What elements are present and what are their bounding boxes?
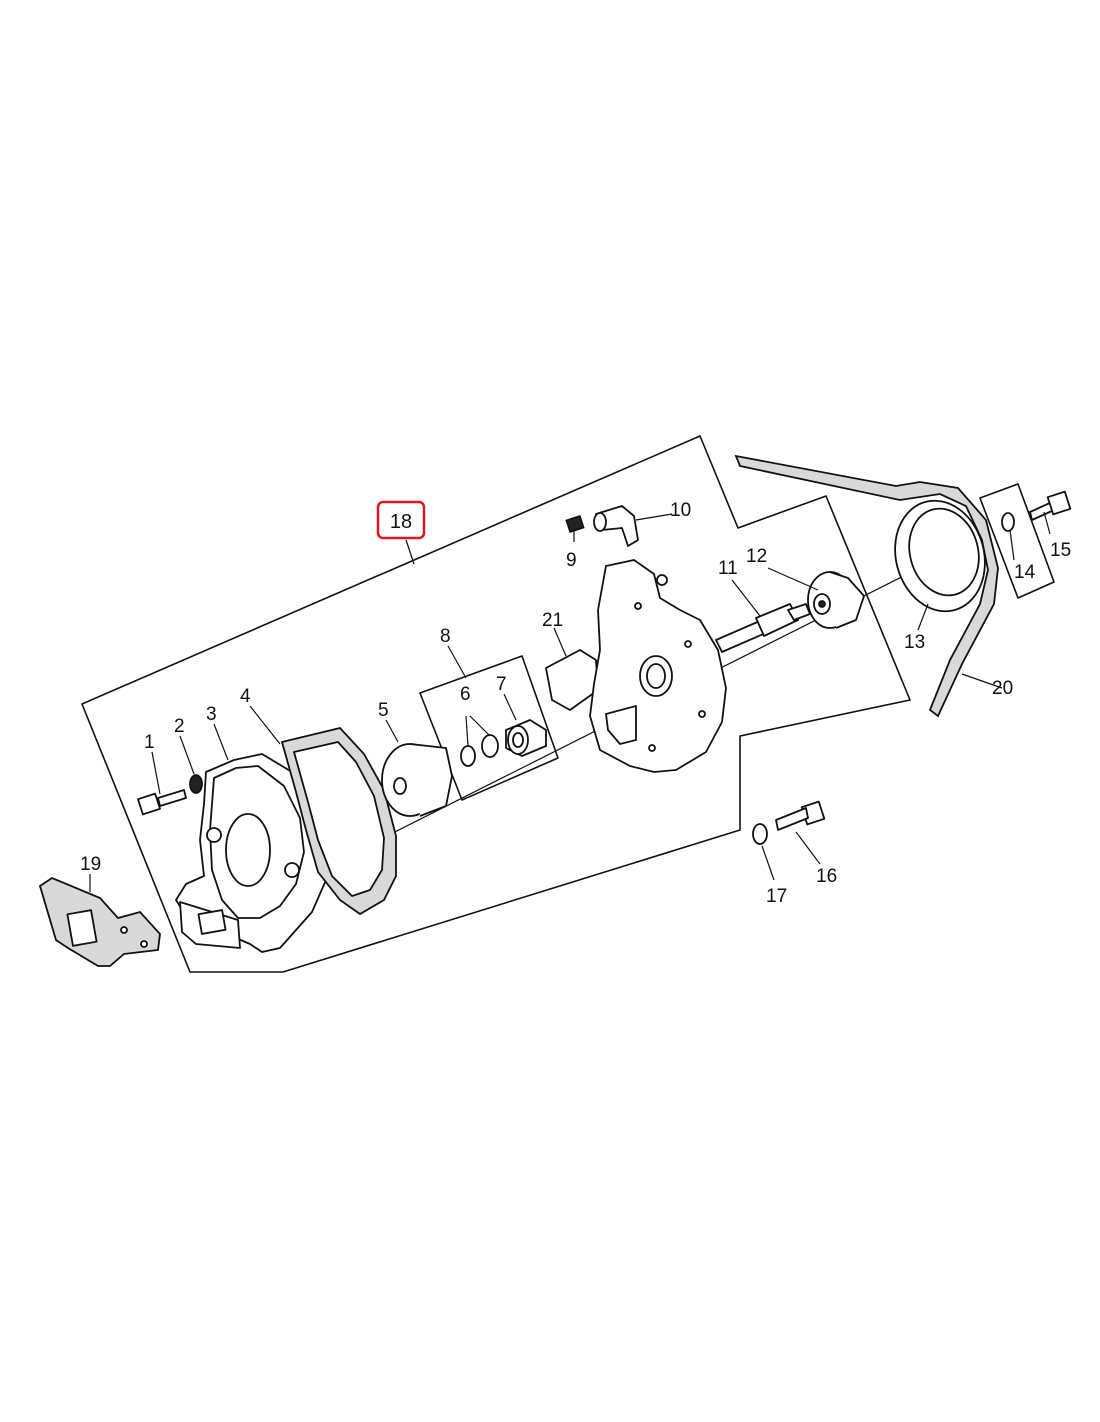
callout-label: 1	[144, 732, 155, 753]
elbow-fitting-part	[593, 505, 639, 547]
plug-part	[565, 514, 585, 534]
callout-label: 9	[566, 550, 577, 571]
highlighted-callout[interactable]: 18	[376, 500, 426, 540]
pump-cover-plate-part	[589, 559, 727, 773]
pump-shaft-part	[715, 603, 811, 653]
bolt-part	[137, 789, 187, 816]
assembly-outline	[81, 435, 911, 973]
washer-part	[752, 823, 768, 845]
callout-label: 20	[992, 678, 1013, 699]
callout-label: 7	[496, 674, 507, 695]
callout-label: 2	[174, 716, 185, 737]
callout-label: 21	[542, 610, 563, 631]
hose-part	[545, 649, 599, 711]
pulley-part	[894, 499, 986, 613]
pump-housing-part	[175, 753, 327, 953]
callout-label: 4	[240, 686, 251, 707]
bolt-part	[775, 800, 826, 831]
gasket-plate-part	[38, 876, 161, 967]
callout-label: 19	[80, 854, 101, 875]
callout-label: 8	[440, 626, 451, 647]
callout-label: 3	[206, 704, 217, 725]
impeller-part	[381, 743, 453, 817]
washer-part	[189, 774, 203, 794]
callout-label: 14	[1014, 562, 1036, 583]
callout-label-assembly: 18	[390, 511, 412, 533]
callout-label: 12	[746, 546, 767, 567]
callout-label: 17	[766, 886, 787, 907]
callout-label: 6	[460, 684, 471, 705]
callout-label: 11	[718, 558, 738, 579]
pulley-hub-part	[807, 571, 865, 629]
seal-ring-part	[481, 734, 499, 758]
callout-label: 10	[670, 500, 691, 521]
callout-labels: 1 2 3 4 5 6 7 8 9 10 11 12 13 14 15 16 1…	[80, 500, 1071, 907]
washer-part	[1001, 512, 1015, 532]
bolt-part	[1029, 490, 1072, 521]
housing-gasket-part	[280, 727, 397, 916]
mechanical-seal-part	[505, 719, 547, 757]
leader-lines	[89, 511, 1051, 892]
v-belt-part	[734, 454, 999, 718]
callout-label: 5	[378, 700, 389, 721]
callout-label: 15	[1050, 540, 1071, 561]
seal-ring-part	[460, 745, 476, 767]
highlight-box	[376, 500, 426, 540]
washer-box	[979, 483, 1055, 599]
callout-label: 13	[904, 632, 925, 653]
callout-label: 16	[816, 866, 837, 887]
